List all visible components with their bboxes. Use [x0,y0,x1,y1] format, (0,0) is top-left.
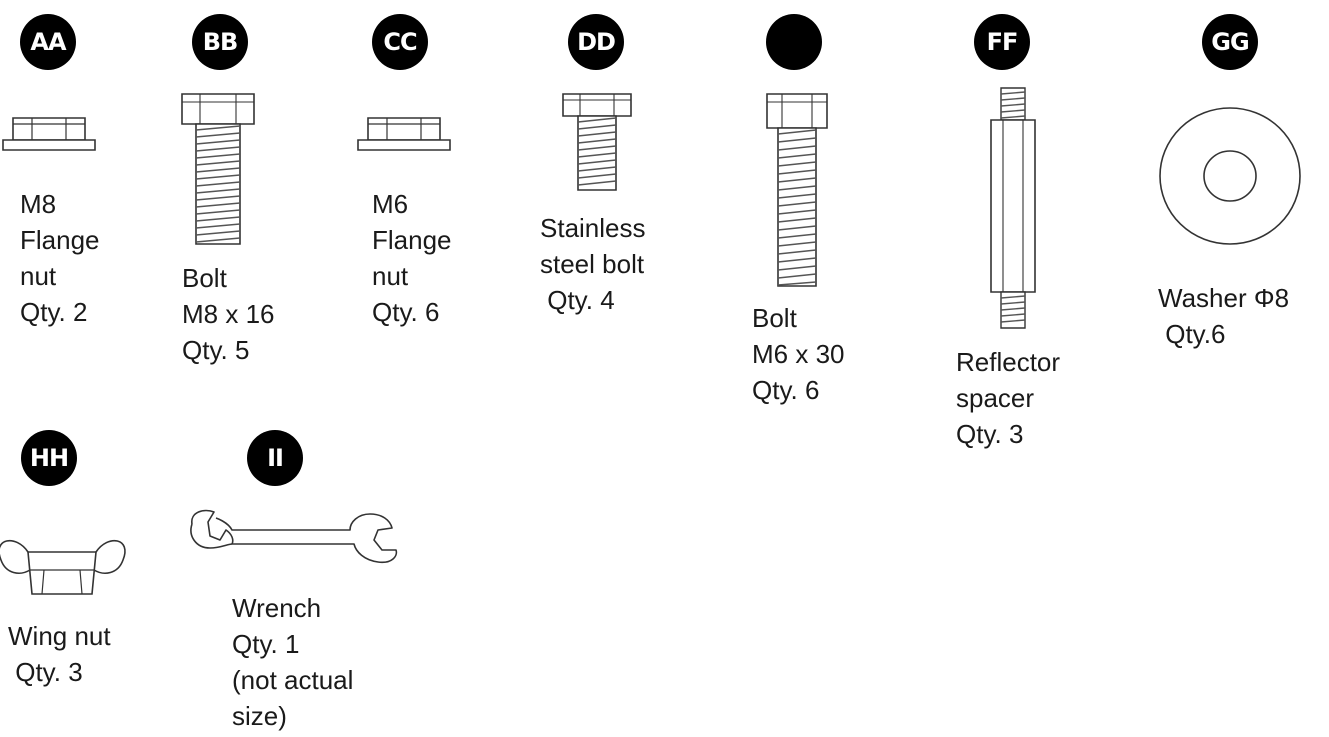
wrench-icon [186,506,398,566]
label-line: size) [232,701,287,731]
label-line: Qty.6 [1158,319,1226,349]
label-line: Qty. 6 [752,375,820,405]
label-line: Qty. 6 [372,297,440,327]
label-line: Qty. 2 [20,297,88,327]
label-line: M6 [372,189,409,219]
label-line: Qty. 3 [8,657,83,687]
label-line: Bolt [182,263,227,293]
label-line: Qty. 4 [540,285,615,315]
label-line: M8 x 16 [182,299,275,329]
label-line: Stainless [540,213,646,243]
label-line: Qty. 3 [956,419,1024,449]
part-label-ii: Wrench Qty. 1 (not actual size) [232,590,353,734]
part-label-cc: M6 Flange nut Qty. 6 [372,186,452,330]
bolt-icon [764,92,830,290]
label-line: M6 x 30 [752,339,845,369]
part-label-ff: Reflector spacer Qty. 3 [956,344,1060,452]
label-line: (not actual [232,665,354,695]
label-line: Wrench [232,593,322,623]
flange-nut-icon [0,116,100,156]
label-line: Qty. 1 [232,629,300,659]
washer-icon [1156,104,1304,248]
label-line: spacer [956,383,1035,413]
label-line: Washer Φ8 [1158,283,1290,313]
part-label-hh: Wing nut Qty. 3 [8,618,111,690]
label-line: Reflector [956,347,1061,377]
part-label-gg: Washer Φ8 Qty.6 [1158,280,1289,352]
flange-nut-icon [355,116,455,156]
label-line: Flange [20,225,100,255]
label-line: steel bolt [540,249,645,279]
badge-ii: II [247,430,303,486]
part-label-bb: Bolt M8 x 16 Qty. 5 [182,260,275,368]
badge-gg: GG [1202,14,1258,70]
wing-nut-icon [0,530,124,598]
badge-aa: AA [20,14,76,70]
label-line: nut [20,261,57,291]
bolt-icon [560,92,634,194]
badge-ee [766,14,822,70]
badge-dd: DD [568,14,624,70]
badge-cc: CC [372,14,428,70]
part-label-dd: Stainless steel bolt Qty. 4 [540,210,646,318]
label-line: Bolt [752,303,797,333]
badge-ff: FF [974,14,1030,70]
badge-hh: HH [21,430,77,486]
spacer-icon [985,86,1041,332]
label-line: Qty. 5 [182,335,250,365]
label-line: nut [372,261,409,291]
label-line: Wing nut [8,621,111,651]
label-line: Flange [372,225,452,255]
part-label-aa: M8 Flange nut Qty. 2 [20,186,100,330]
label-line: M8 [20,189,57,219]
badge-bb: BB [192,14,248,70]
bolt-icon [178,92,258,248]
part-label-ee: Bolt M6 x 30 Qty. 6 [752,300,845,408]
